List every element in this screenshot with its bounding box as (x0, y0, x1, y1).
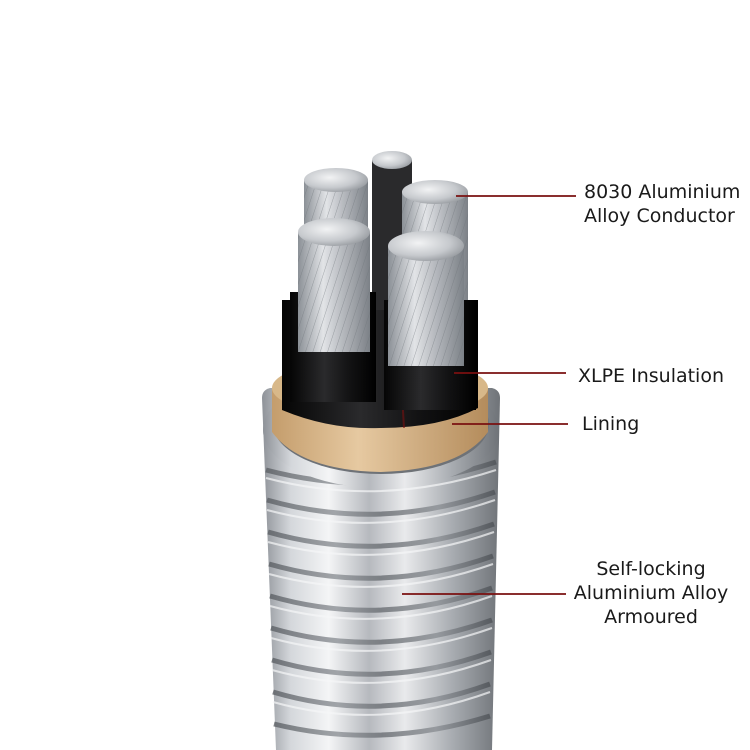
label-armour: Self-locking Aluminium Alloy Armoured (566, 557, 736, 629)
label-conductor: 8030 Aluminium Alloy Conductor (584, 180, 740, 228)
label-conductor-line-1: 8030 Aluminium (584, 181, 741, 203)
label-armour-line-3: Armoured (604, 606, 698, 628)
label-lining: Lining (582, 413, 640, 435)
label-xlpe: XLPE Insulation (578, 365, 725, 387)
conductor-front-left (290, 218, 376, 402)
label-conductor-line-2: Alloy Conductor (584, 205, 735, 227)
label-armour-line-1: Self-locking (596, 558, 706, 580)
leader-lines (402, 195, 576, 595)
conductor-front-right (384, 231, 476, 410)
label-armour-line-2: Aluminium Alloy (573, 582, 729, 604)
